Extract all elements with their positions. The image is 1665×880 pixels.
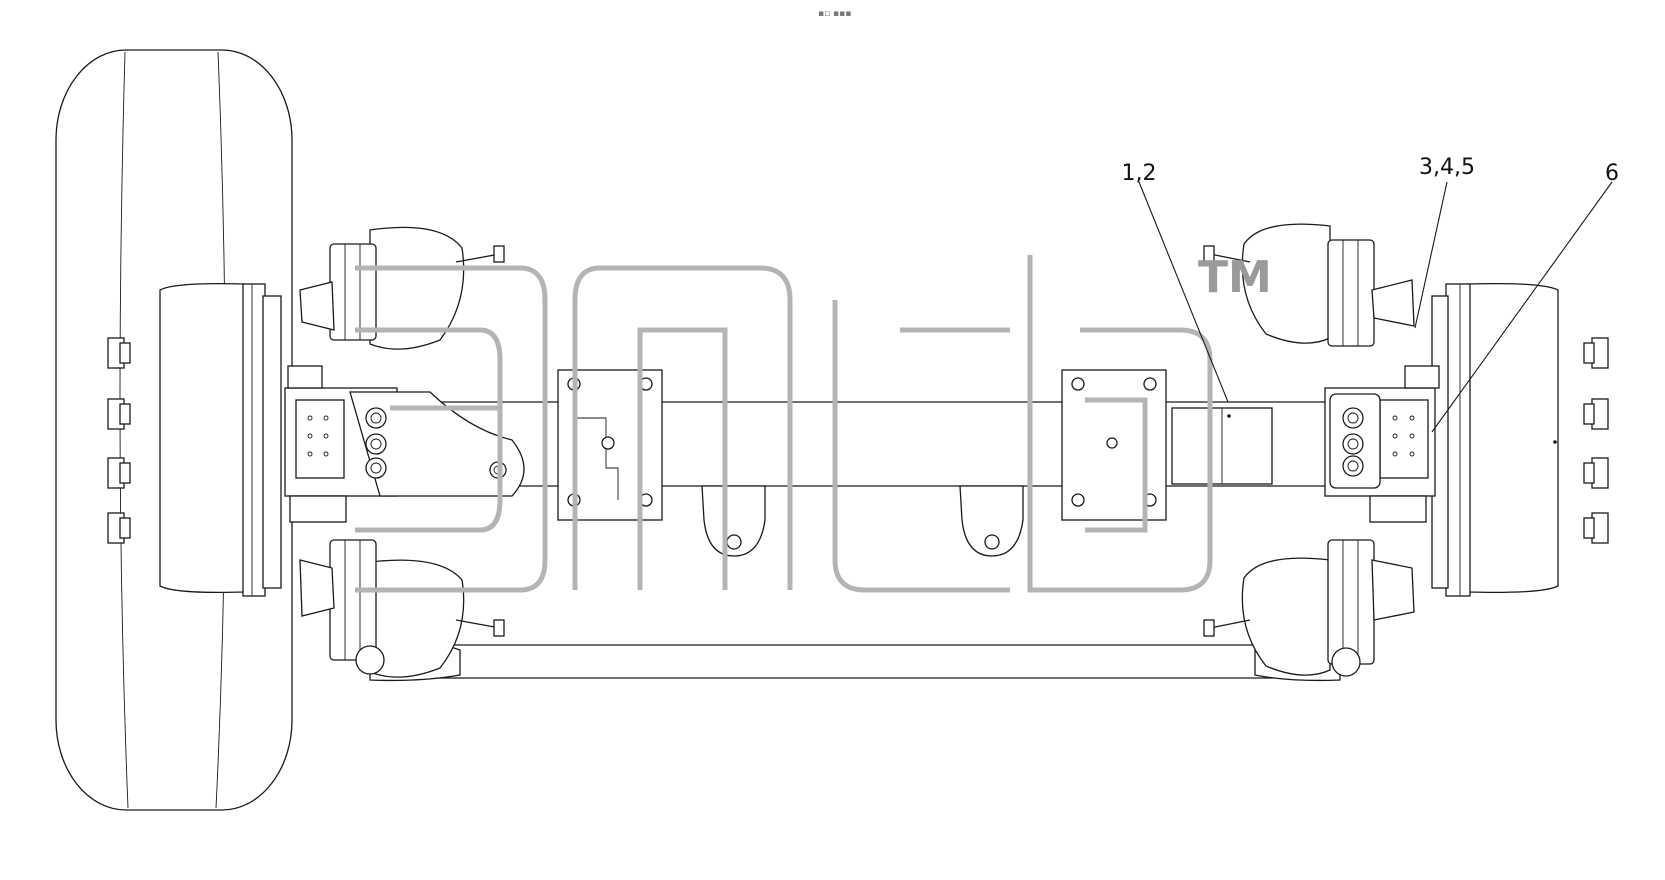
callout-label-6: 6 — [1605, 161, 1619, 186]
watermark-trademark: TM — [1198, 252, 1272, 303]
callout-label-3-4-5: 3,4,5 — [1419, 155, 1475, 180]
watermark-logo: TM — [355, 252, 1272, 593]
callout-leaders — [1138, 181, 1613, 433]
right-spring-pad — [1061, 369, 1167, 521]
corner-mark: ▪▫ ▪▪▪ — [818, 9, 851, 19]
left-shock-bracket — [701, 485, 766, 557]
right-wheel-hub — [1431, 282, 1609, 597]
brake-chamber-lower-right — [1203, 539, 1415, 677]
callout-label-1-2: 1,2 — [1122, 161, 1157, 186]
left-steering-knuckle — [284, 365, 525, 523]
right-wheel-studs — [1583, 337, 1609, 544]
left-wheel-hub — [107, 282, 282, 597]
brake-chamber-upper-right — [1203, 223, 1415, 347]
left-wheel-studs — [107, 337, 131, 544]
tie-rod — [369, 638, 1341, 682]
right-shock-bracket — [959, 485, 1024, 557]
right-steering-knuckle — [1324, 365, 1440, 523]
